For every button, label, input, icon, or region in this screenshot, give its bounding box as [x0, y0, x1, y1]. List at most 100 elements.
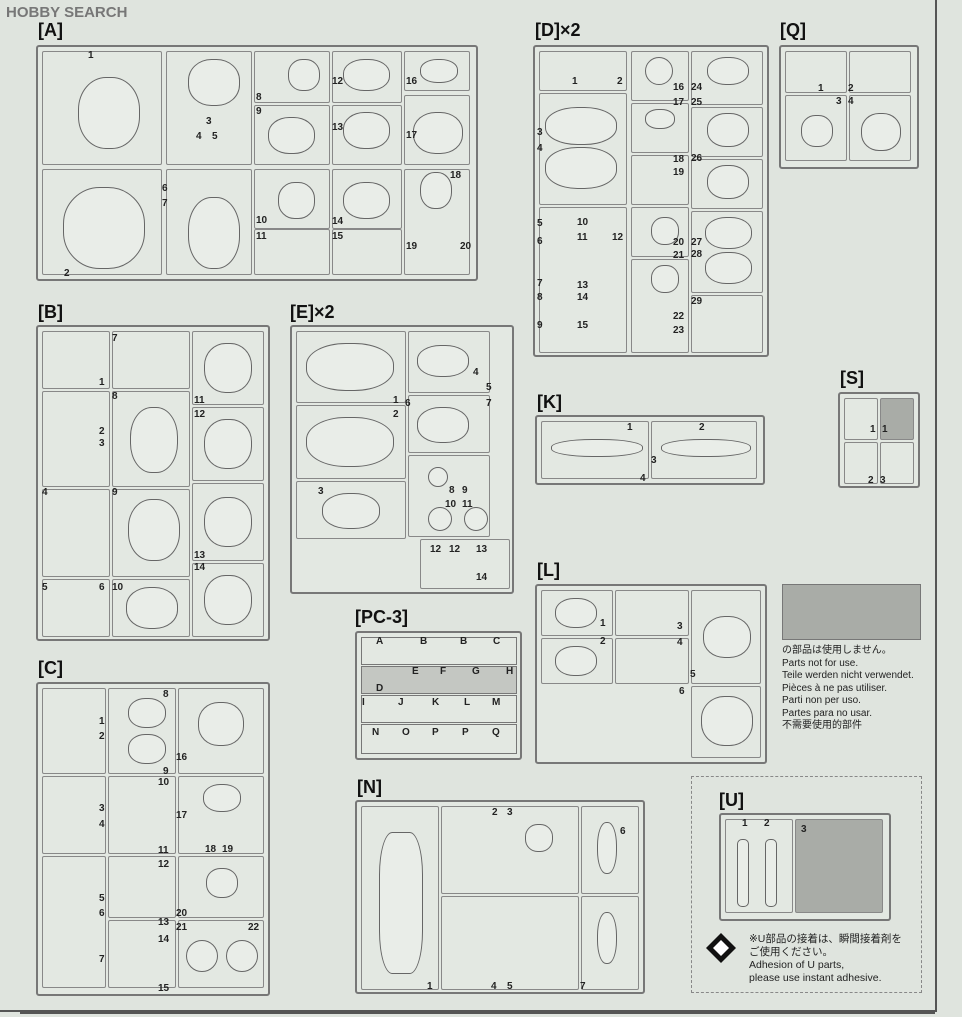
page-frame [0, 0, 937, 1012]
sprue-d-cell [631, 103, 689, 153]
sprue-n-cell [441, 806, 579, 894]
sprue-b-cell [112, 391, 190, 487]
part-number-c: 16 [176, 752, 188, 763]
part-number-a: 9 [256, 106, 262, 117]
part [428, 467, 448, 487]
part-number-b: 14 [194, 562, 206, 573]
sprue-b-header: [B] [38, 302, 63, 322]
sprue-c-cell [42, 856, 106, 988]
sprue-k-cell [541, 421, 649, 479]
part-number-c: 20 [176, 908, 188, 919]
sprue-k-header: [K] [537, 392, 562, 412]
part-number-a: 20 [460, 241, 472, 252]
part [126, 587, 178, 629]
sprue-d [533, 45, 769, 357]
rifle-part [661, 439, 751, 457]
sprue-e-cell [420, 539, 510, 589]
part [204, 343, 252, 393]
part-number-a: 5 [212, 131, 218, 142]
part-number-d: 20 [673, 237, 685, 248]
part-number-e: 4 [473, 367, 479, 378]
sprue-k-cell [651, 421, 757, 479]
sprue-l-header: [L] [537, 560, 560, 580]
part-number-l: 1 [600, 618, 606, 629]
sprue-d-cell [631, 51, 689, 101]
part-number-d: 26 [691, 153, 703, 164]
part-number-b: 13 [194, 550, 206, 561]
part-number-a: 8 [256, 92, 262, 103]
part-number-b: 4 [42, 487, 48, 498]
part-number-d: 19 [673, 167, 685, 178]
sprue-b-cell [42, 391, 110, 487]
sprue-q [779, 45, 919, 169]
part-number-c: 15 [158, 983, 170, 994]
part-number-d: 25 [691, 97, 703, 108]
sprue-b-cell [42, 331, 110, 389]
sprue-e-cell [408, 395, 490, 453]
sprue-s-cell-unused [880, 398, 914, 440]
sprue-b-cell [42, 579, 110, 637]
part [130, 407, 178, 473]
part-number-c: 6 [99, 908, 105, 919]
rifle-part [551, 439, 643, 457]
sprue-d-cell [691, 107, 763, 157]
part-number-l: 2 [600, 636, 606, 647]
sprue-a-cell [404, 95, 470, 165]
unused-parts-swatch [782, 584, 921, 640]
part-number-d: 18 [673, 154, 685, 165]
part [413, 112, 463, 154]
part-number-n: 2 [492, 807, 498, 818]
part-number-u: 1 [742, 818, 748, 829]
part-number-a: 10 [256, 215, 268, 226]
part-number-k: 2 [699, 422, 705, 433]
part-number-a: 2 [64, 268, 70, 279]
unused-parts-notice: の部品は使用しません。 Parts not for use. Teile wer… [782, 645, 914, 731]
part-number-b: 2 [99, 426, 105, 437]
part-number-c: 18 [205, 844, 217, 855]
part-number-u: 2 [764, 818, 770, 829]
head-part [801, 115, 833, 147]
part [707, 113, 749, 147]
part-number-pc3: I [362, 697, 365, 708]
figure-head-part [525, 824, 553, 852]
part-number-l: 6 [679, 686, 685, 697]
sprue-a-cell [254, 51, 330, 103]
sprue-u-box [691, 776, 922, 993]
part [204, 497, 252, 547]
part-number-s: 1 [882, 424, 888, 435]
part-number-a: 18 [450, 170, 462, 181]
part-number-b: 7 [112, 333, 118, 344]
sprue-q-cell [785, 95, 847, 161]
part-number-pc3: A [376, 636, 384, 647]
sprue-d-cell [631, 207, 689, 257]
sprue-n-cell [441, 896, 579, 990]
part-number-d: 12 [612, 232, 624, 243]
sprue-e-cell [296, 331, 406, 403]
sprue-a-cell [166, 51, 252, 165]
part [555, 646, 597, 676]
sprue-d-cell [631, 155, 689, 205]
sprue-n-cell [581, 896, 639, 990]
part-number-n: 5 [507, 981, 513, 992]
part-number-a: 3 [206, 116, 212, 127]
part [703, 616, 751, 658]
sprue-a-cell [254, 105, 330, 165]
part-number-d: 9 [537, 320, 543, 331]
sprue-a-cell [254, 169, 330, 229]
sprue-u-header: [U] [719, 790, 744, 810]
sprue-e [290, 325, 514, 594]
sprue-a-cell [404, 51, 470, 91]
part-number-a: 1 [88, 50, 94, 61]
part-number-e: 7 [486, 398, 492, 409]
part-number-l: 3 [677, 621, 683, 632]
part-number-b: 1 [99, 377, 105, 388]
sprue-e-cell [296, 481, 406, 539]
part [705, 217, 752, 249]
part [203, 784, 241, 812]
part-number-c: 2 [99, 731, 105, 742]
part-number-q: 3 [836, 96, 842, 107]
part [204, 575, 252, 625]
sprue-u-cell [725, 819, 793, 913]
watermark-logo: HOBBY SEARCH [6, 4, 128, 21]
part-number-d: 23 [673, 325, 685, 336]
